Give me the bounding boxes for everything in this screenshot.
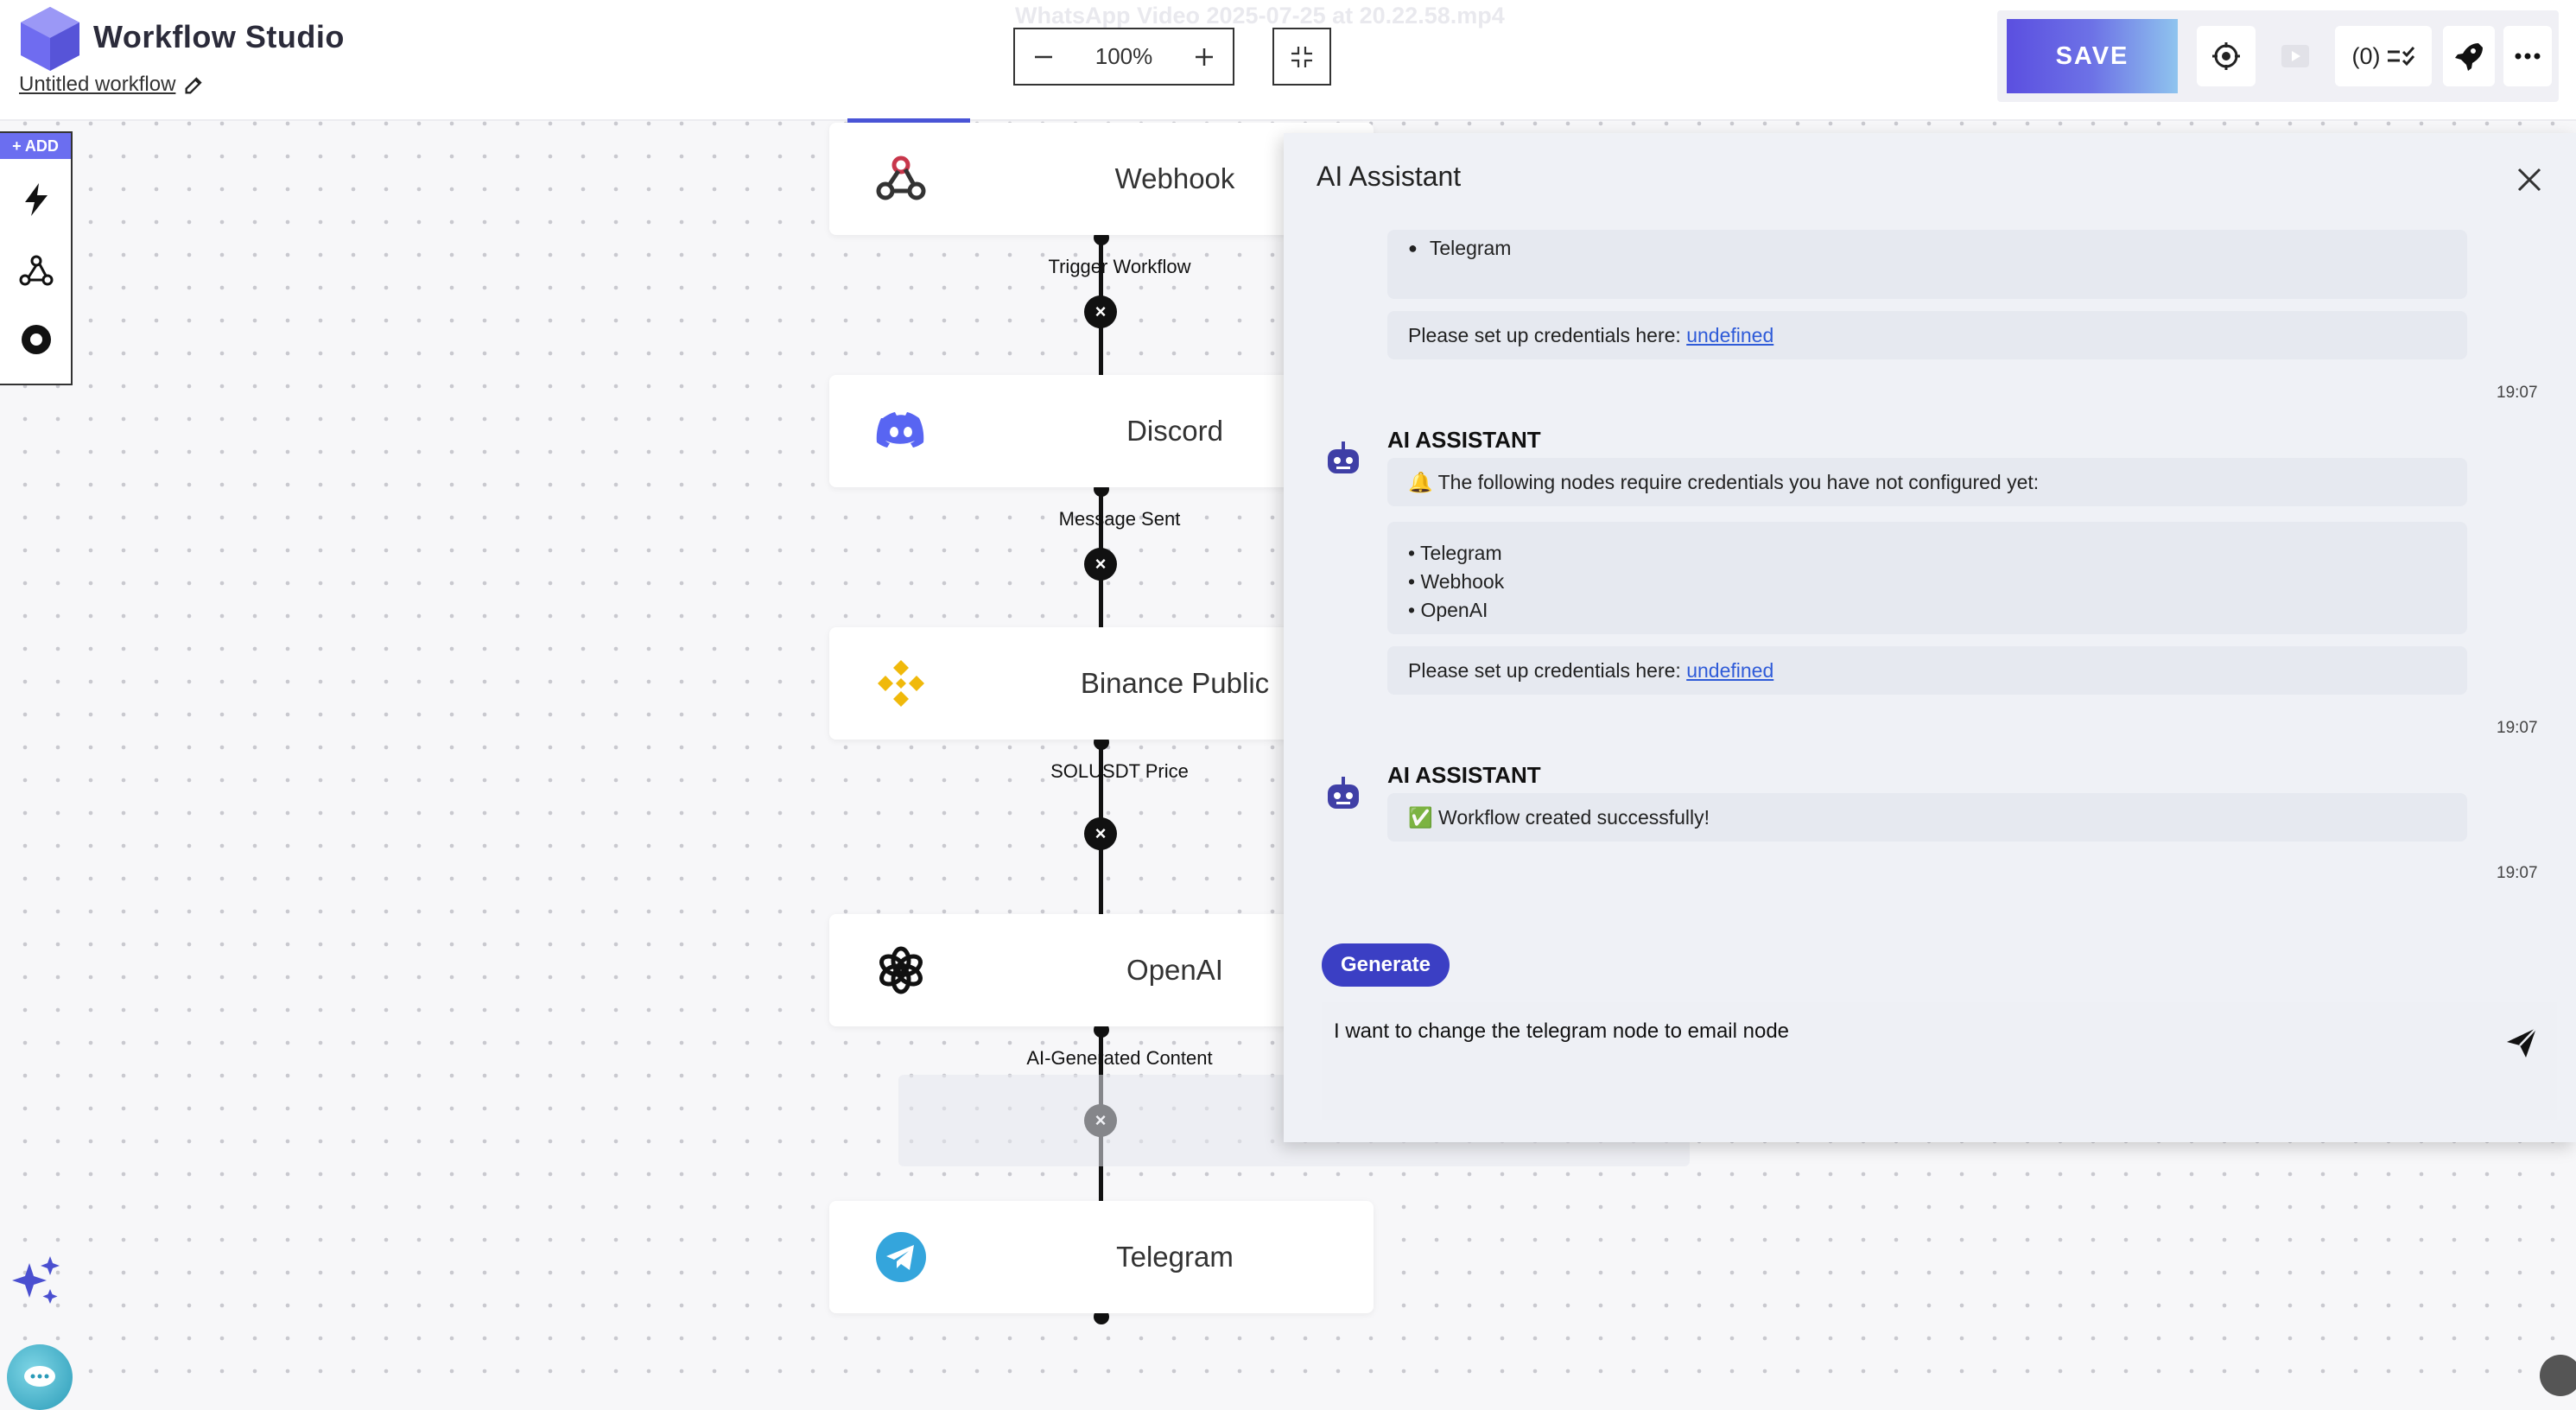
edge-label: Message Sent: [1058, 508, 1181, 530]
node-label: OpenAI: [1126, 954, 1223, 986]
message-timestamp: 19:07: [2497, 719, 2538, 737]
checklist-icon: [2387, 47, 2414, 67]
list-item-text: Telegram: [1429, 237, 1512, 259]
ai-sparkle-icon[interactable]: [9, 1254, 64, 1310]
trigger-bolt-icon[interactable]: [18, 181, 54, 218]
credentials-node-list: • Telegram • Webhook • OpenAI: [1387, 522, 2467, 634]
brain-gear-icon: [2212, 42, 2240, 70]
edge-label: AI-Generated Content: [1026, 1047, 1213, 1069]
zoom-in-button[interactable]: [1191, 44, 1217, 70]
ai-assistant-panel: AI Assistant ● Telegram Please set up cr…: [1284, 133, 2576, 1142]
delete-edge-button[interactable]: ×: [1084, 295, 1117, 328]
left-sidebar: + ADD: [0, 131, 73, 385]
launch-button[interactable]: [2443, 26, 2495, 86]
edit-icon[interactable]: [182, 73, 206, 97]
credentials-notice: 🔔 The following nodes require credential…: [1387, 458, 2467, 506]
add-node-button[interactable]: + ADD: [0, 133, 71, 159]
zoom-out-button[interactable]: [1031, 44, 1056, 70]
selected-node-indicator: [847, 118, 970, 123]
message-sender: AI ASSISTANT: [1387, 762, 1541, 788]
node-label: Discord: [1126, 415, 1223, 447]
node-openai[interactable]: OpenAI: [829, 914, 1374, 1026]
list-item: • Telegram: [1408, 542, 1502, 564]
more-icon: [2515, 53, 2541, 60]
workflow-name[interactable]: Untitled workflow: [19, 73, 206, 97]
fit-view-button[interactable]: [1272, 28, 1331, 86]
telegram-icon: [876, 1232, 926, 1282]
credentials-message: Please set up credentials here: undefine…: [1387, 646, 2467, 695]
send-icon[interactable]: [2503, 1025, 2540, 1061]
message-list-box: ● Telegram: [1387, 230, 2467, 299]
top-header: WhatsApp Video 2025-07-25 at 20.22.58.mp…: [0, 0, 2576, 121]
webhook-icon: [876, 156, 926, 200]
workflow-name-text[interactable]: Untitled workflow: [19, 73, 176, 96]
message-timestamp: 19:07: [2497, 864, 2538, 882]
play-icon: [2281, 45, 2309, 67]
generate-button[interactable]: Generate: [1322, 943, 1450, 987]
credentials-message: Please set up credentials here: undefine…: [1387, 311, 2467, 359]
chat-input[interactable]: I want to change the telegram node to em…: [1322, 1002, 2557, 1120]
credentials-link[interactable]: undefined: [1686, 659, 1774, 682]
credentials-text: Please set up credentials here:: [1408, 659, 1687, 682]
collapse-icon: [1291, 46, 1312, 67]
edge-label: Trigger Workflow: [1048, 256, 1191, 277]
run-button[interactable]: [2266, 26, 2325, 86]
more-options-button[interactable]: [2503, 26, 2552, 86]
toolbar-right: SAVE (0): [1997, 10, 2559, 102]
rocket-icon: [2455, 43, 2483, 71]
chat-icon: [24, 1366, 55, 1387]
ai-panel-title: AI Assistant: [1317, 161, 1462, 192]
webhook-icon[interactable]: [18, 252, 54, 289]
issues-count: (0): [2351, 42, 2381, 69]
delete-edge-button[interactable]: ×: [1084, 548, 1117, 581]
node-webhook[interactable]: Webhook: [829, 123, 1374, 235]
video-title-overlay: WhatsApp Video 2025-07-25 at 20.22.58.mp…: [1015, 3, 1505, 29]
edge-label: SOLUSDT Price: [1050, 760, 1189, 782]
app-logo-icon: [21, 7, 79, 71]
node-discord[interactable]: Discord: [829, 375, 1374, 487]
message-timestamp: 19:07: [2497, 384, 2538, 402]
list-item: ● Telegram: [1408, 237, 1512, 259]
list-item: • OpenAI: [1408, 599, 1488, 621]
zoom-level: 100%: [1094, 43, 1153, 69]
delete-edge-button[interactable]: ×: [1084, 817, 1117, 850]
zoom-control: 100%: [1013, 28, 1234, 86]
node-label: Binance Public: [1080, 667, 1270, 699]
deploy-settings-button[interactable]: [2197, 26, 2256, 86]
node-label: Telegram: [1116, 1241, 1234, 1273]
discord-icon: [876, 412, 924, 448]
node-telegram[interactable]: Telegram: [829, 1201, 1374, 1313]
credentials-link[interactable]: undefined: [1686, 324, 1774, 346]
settings-gear-icon[interactable]: [18, 321, 54, 358]
credentials-text: Please set up credentials here:: [1408, 324, 1687, 346]
close-icon[interactable]: [2514, 164, 2545, 195]
plus-icon: [1196, 48, 1213, 66]
success-message: ✅ Workflow created successfully!: [1387, 793, 2467, 842]
node-binance-public[interactable]: Binance Public: [829, 627, 1374, 740]
robot-icon: [1328, 777, 1359, 809]
support-chat-button[interactable]: [7, 1344, 73, 1410]
save-button[interactable]: SAVE: [2007, 19, 2178, 93]
caption-toggle-button[interactable]: [2540, 1355, 2576, 1396]
openai-icon: [879, 946, 923, 994]
node-label: Webhook: [1114, 162, 1235, 194]
app-title: Workflow Studio: [93, 19, 345, 54]
robot-icon: [1328, 441, 1359, 473]
message-sender: AI ASSISTANT: [1387, 427, 1541, 453]
list-item: • Webhook: [1408, 570, 1505, 593]
binance-icon: [878, 660, 924, 707]
minus-icon: [1035, 55, 1052, 58]
issues-button[interactable]: (0): [2335, 26, 2432, 86]
